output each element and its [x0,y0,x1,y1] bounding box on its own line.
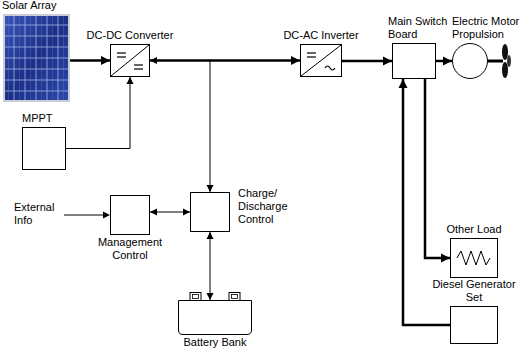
connector [425,79,450,263]
connector [207,232,214,300]
connector [150,57,214,192]
node-label: MPPT [22,112,53,125]
node-label: Electric Motor Propulsion [452,15,520,41]
battery-bank [178,292,252,335]
arrowhead [183,209,190,216]
arrowhead [101,56,110,65]
solar-array [3,14,70,102]
load-box [450,238,498,278]
solar-panel [3,14,70,102]
arrowhead [127,77,134,84]
arrowhead [150,57,157,64]
node-label: Battery Bank [184,336,247,349]
inverter-box [300,44,342,77]
connector-line [425,79,450,258]
node-label: Charge/ Discharge Control [238,187,298,226]
arrowhead [150,209,157,216]
converter-symbol [111,45,149,76]
node-label: Management Control [94,236,166,262]
connector [150,209,190,216]
node-label: Diesel Generator Set [428,278,520,304]
inverter-symbol [301,45,341,76]
node-label: Solar Array [2,0,56,12]
arrowhead [207,232,214,239]
arrowhead [443,57,452,66]
connector-line [150,61,210,193]
external-info-arrow [64,212,110,219]
arrowhead [207,293,214,300]
connector [66,77,134,149]
charge-control-box [190,192,230,232]
arrowhead [441,254,450,263]
connector [436,57,452,66]
arrowhead [207,185,214,192]
connector-line [66,77,130,149]
resistor-symbol [451,239,497,277]
connector [342,57,392,66]
generator-box [450,306,498,344]
node-label: DC-DC Converter [87,29,174,42]
converter-box [110,44,150,77]
mppt-box [22,127,66,170]
battery-symbol [178,292,252,335]
arrowhead [399,79,408,88]
switchboard-box [392,43,436,79]
connector [70,56,110,65]
connector-line [210,232,211,300]
arrowhead [291,56,300,65]
motor-circle [452,43,488,79]
management-box [110,195,150,235]
node-label: Other Load [446,223,501,236]
external-info-label: External Info [14,201,62,227]
arrowhead [383,57,392,66]
node-label: Main Switch Board [388,15,450,41]
node-label: DC-AC Inverter [283,29,358,42]
propeller-symbol [488,44,511,78]
